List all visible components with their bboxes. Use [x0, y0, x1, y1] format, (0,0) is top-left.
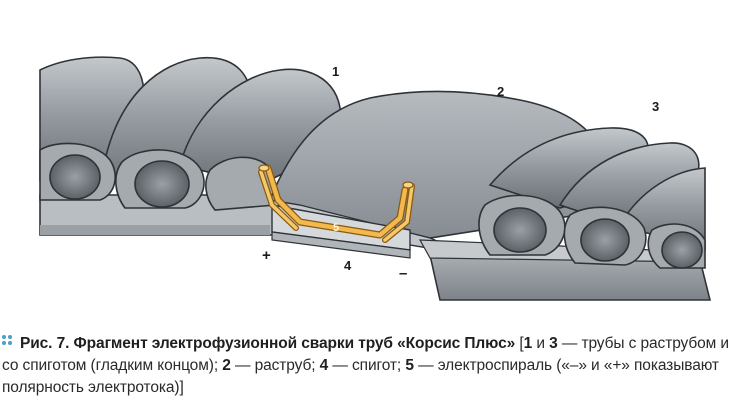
caption-figure-number: Рис. 7.	[20, 335, 70, 352]
figure-caption: Рис. 7. Фрагмент электрофузионной сварки…	[2, 335, 729, 396]
caption-bullet-icon	[2, 335, 14, 347]
pipe-1	[39, 56, 342, 236]
label-spigot-4: 4	[344, 258, 352, 273]
pipe-3	[418, 127, 712, 301]
pipe-welding-illustration: 5 1 2 3 4 + –	[39, 56, 712, 301]
label-pipe-1: 1	[332, 64, 339, 79]
caption-title: Фрагмент электрофузионной сварки труб «К…	[73, 335, 516, 352]
label-plus: +	[262, 247, 271, 264]
label-pipe-3: 3	[652, 99, 659, 114]
label-minus: –	[399, 265, 407, 282]
label-socket-2: 2	[497, 84, 504, 99]
electro-coil-5: 5	[258, 164, 415, 243]
label-coil-5: 5	[333, 222, 339, 234]
